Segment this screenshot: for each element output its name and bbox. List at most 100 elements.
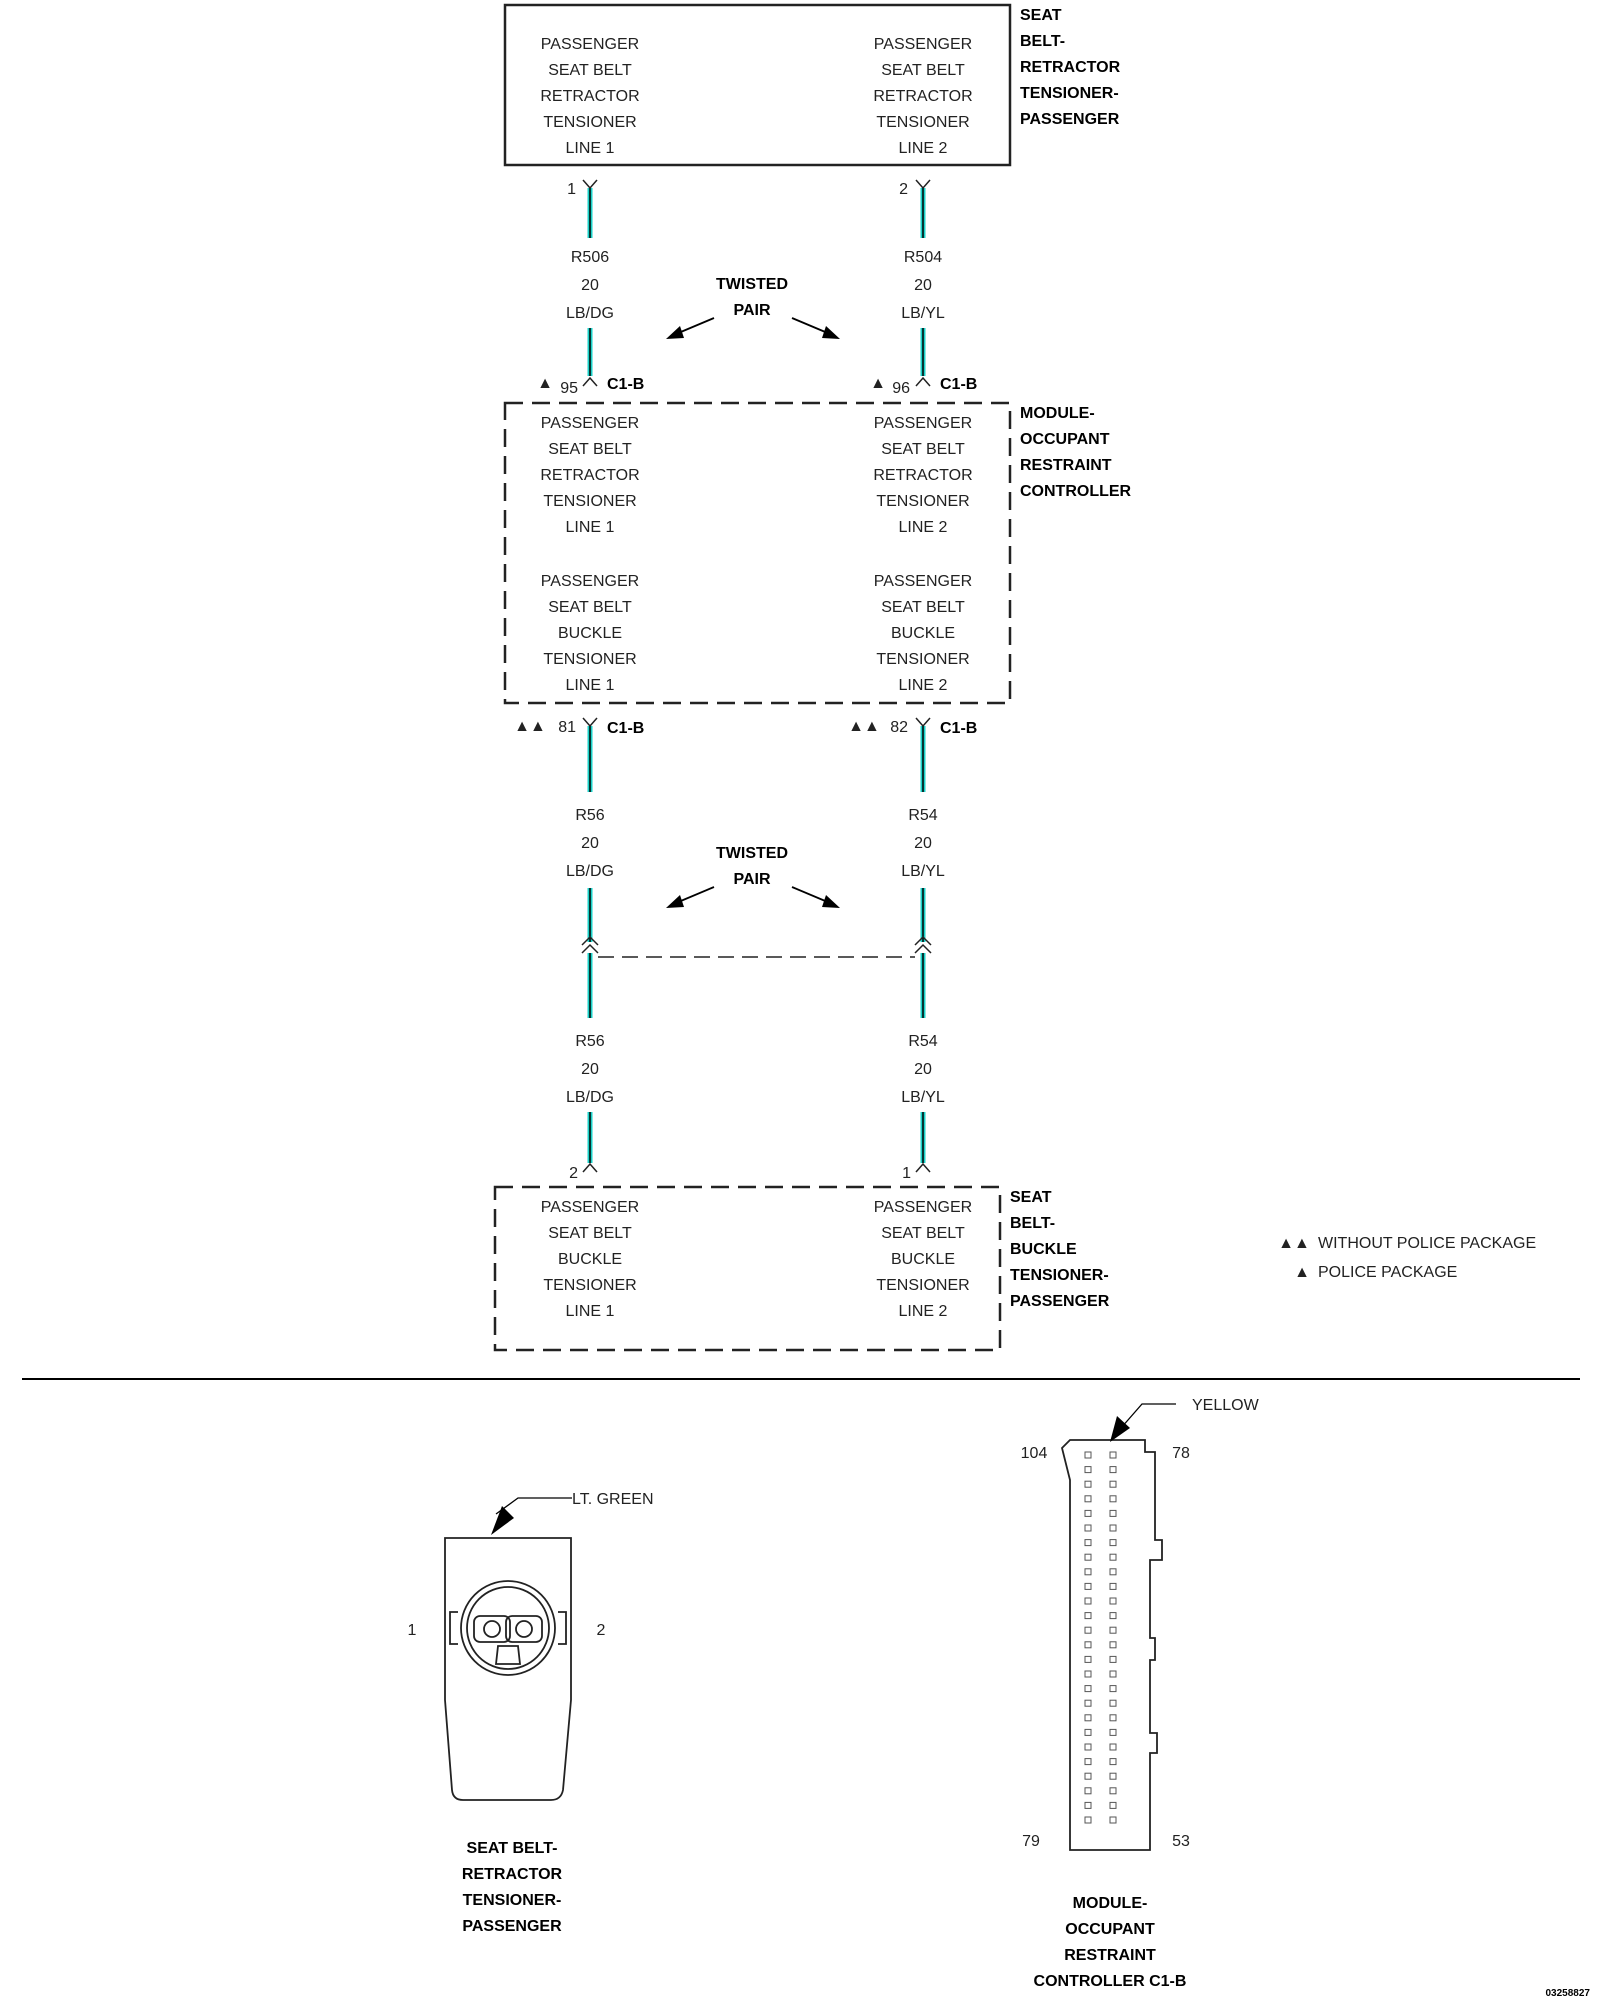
orc-cavity bbox=[1109, 1509, 1117, 1517]
orc-cavity bbox=[1084, 1524, 1092, 1532]
orc-cavity bbox=[1084, 1743, 1092, 1751]
orc-pin-81-number: 81 bbox=[558, 719, 576, 736]
retractor-cavity-1 bbox=[483, 1620, 501, 1638]
orc-cavity bbox=[1084, 1641, 1092, 1649]
buckle-left-function: PASSENGER SEAT BELT BUCKLE TENSIONER LIN… bbox=[541, 1199, 639, 1320]
arrow-left-icon bbox=[666, 326, 684, 339]
orc-pin-82-connector: C1-B bbox=[940, 720, 977, 737]
orc-cavity bbox=[1084, 1480, 1092, 1488]
wire-upper-left: R506 20 LB/DG bbox=[566, 188, 614, 376]
orc-pin-96: 96 ▲ C1-B bbox=[870, 375, 977, 397]
orc-buckle-right-4: TENSIONER bbox=[876, 651, 969, 668]
buckle-left-line-3: BUCKLE bbox=[558, 1251, 622, 1268]
orc-cavity bbox=[1084, 1758, 1092, 1766]
retractor-pin-left: 1 bbox=[567, 179, 598, 198]
wire-middle-right-gauge: 20 bbox=[914, 835, 932, 852]
orc-caption-4: CONTROLLER C1-B bbox=[1034, 1973, 1187, 1990]
retractor-connector-pin-1: 1 bbox=[408, 1622, 417, 1639]
orc-buckle-right: PASSENGER SEAT BELT BUCKLE TENSIONER LIN… bbox=[874, 573, 972, 694]
wire-middle-left-color: LB/DG bbox=[566, 863, 614, 880]
wire-middle-right: R54 20 LB/YL bbox=[901, 726, 945, 942]
wire-upper-right-gauge: 20 bbox=[914, 277, 932, 294]
orc-connector-view: YELLOW 104 78 79 53 MODULE- OCCUPANT RES… bbox=[1021, 1397, 1260, 1990]
orc-cavity bbox=[1084, 1582, 1092, 1590]
orc-retractor-left-3: RETRACTOR bbox=[540, 467, 639, 484]
orc-cavity bbox=[1084, 1801, 1092, 1809]
orc-cavity bbox=[1109, 1568, 1117, 1576]
orc-cavity bbox=[1109, 1685, 1117, 1693]
retractor-right-line-3: RETRACTOR bbox=[873, 88, 972, 105]
wire-lower-left-circuit: R56 bbox=[575, 1033, 604, 1050]
orc-cavity bbox=[1109, 1699, 1117, 1707]
orc-buckle-left-5: LINE 1 bbox=[566, 677, 615, 694]
orc-name-3: RESTRAINT bbox=[1020, 457, 1112, 474]
twisted-pair-lower: TWISTED PAIR bbox=[666, 845, 840, 908]
retractor-cavity-2 bbox=[515, 1620, 533, 1638]
orc-cavity bbox=[1084, 1612, 1092, 1620]
buckle-left-line-2: SEAT BELT bbox=[548, 1225, 632, 1242]
orc-retractor-right-4: TENSIONER bbox=[876, 493, 969, 510]
orc-buckle-left-4: TENSIONER bbox=[543, 651, 636, 668]
orc-caption-1: MODULE- bbox=[1073, 1895, 1148, 1912]
retractor-connector-cavities bbox=[473, 1615, 511, 1643]
wire-lower-right-color: LB/YL bbox=[901, 1089, 945, 1106]
orc-buckle-right-5: LINE 2 bbox=[899, 677, 948, 694]
orc-connector-body bbox=[1061, 1439, 1163, 1851]
buckle-name-3: BUCKLE bbox=[1010, 1241, 1077, 1258]
orc-box bbox=[503, 401, 1012, 705]
orc-cavity bbox=[1109, 1758, 1117, 1766]
orc-retractor-left-4: TENSIONER bbox=[543, 493, 636, 510]
orc-retractor-right-3: RETRACTOR bbox=[873, 467, 972, 484]
retractor-right-line-5: LINE 2 bbox=[899, 140, 948, 157]
twisted-pair-lower-line-1: TWISTED bbox=[716, 845, 788, 862]
wire-upper-right-color: LB/YL bbox=[901, 305, 945, 322]
orc-buckle-right-3: BUCKLE bbox=[891, 625, 955, 642]
retractor-connector-key bbox=[494, 1645, 522, 1665]
wire-middle-right-color: LB/YL bbox=[901, 863, 945, 880]
orc-cavity bbox=[1084, 1451, 1092, 1459]
legend-without-police: WITHOUT POLICE PACKAGE bbox=[1318, 1235, 1536, 1252]
orc-buckle-left-1: PASSENGER bbox=[541, 573, 639, 590]
orc-cavity bbox=[1084, 1568, 1092, 1576]
orc-cavity bbox=[1084, 1728, 1092, 1736]
orc-cavity bbox=[1084, 1772, 1092, 1780]
wire-middle-left-circuit: R56 bbox=[575, 807, 604, 824]
twisted-pair-lower-line-2: PAIR bbox=[733, 871, 770, 888]
orc-pin-96-number: 96 bbox=[892, 380, 910, 397]
orc-pin-95-number: 95 bbox=[560, 380, 578, 397]
retractor-connector-inner-ring bbox=[466, 1586, 550, 1670]
wire-upper-left-circuit: R506 bbox=[571, 249, 609, 266]
arrow-left-icon bbox=[666, 895, 684, 908]
orc-pin-81: 81 ▲▲ C1-B bbox=[514, 717, 644, 737]
twisted-pair-upper-line-2: PAIR bbox=[733, 302, 770, 319]
orc-retractor-left-2: SEAT BELT bbox=[548, 441, 632, 458]
orc-pin-95: 95 ▲ C1-B bbox=[537, 375, 644, 397]
orc-pin-96-connector: C1-B bbox=[940, 376, 977, 393]
retractor-left-line-4: TENSIONER bbox=[543, 114, 636, 131]
retractor-right-line-2: SEAT BELT bbox=[881, 62, 965, 79]
legend: ▲▲ WITHOUT POLICE PACKAGE ▲ POLICE PACKA… bbox=[1278, 1235, 1536, 1281]
orc-cavity bbox=[1084, 1553, 1092, 1561]
orc-cavity bbox=[1084, 1626, 1092, 1634]
retractor-caption-4: PASSENGER bbox=[462, 1918, 562, 1935]
buckle-right-line-3: BUCKLE bbox=[891, 1251, 955, 1268]
retractor-connector-view: LT. GREEN 1 2 SEAT BELT- RETRACTOR TENSI… bbox=[408, 1491, 654, 1935]
buckle-pin-left: 2 bbox=[569, 1162, 598, 1182]
orc-cavity bbox=[1109, 1787, 1117, 1795]
orc-connector-pin-79: 79 bbox=[1022, 1833, 1040, 1850]
orc-cavity bbox=[1109, 1451, 1117, 1459]
retractor-right-line-1: PASSENGER bbox=[874, 36, 972, 53]
retractor-caption-2: RETRACTOR bbox=[462, 1866, 563, 1883]
arrow-right-icon bbox=[822, 895, 840, 908]
orc-cavity bbox=[1109, 1524, 1117, 1532]
wire-lower-left-color: LB/DG bbox=[566, 1089, 614, 1106]
buckle-name-2: BELT- bbox=[1010, 1215, 1055, 1232]
orc-pin-82: 82 ▲▲ C1-B bbox=[848, 717, 977, 737]
orc-pin-81-connector: C1-B bbox=[607, 720, 644, 737]
orc-cavity bbox=[1109, 1772, 1117, 1780]
wire-lower-left-gauge: 20 bbox=[581, 1061, 599, 1078]
orc-retractor-right: PASSENGER SEAT BELT RETRACTOR TENSIONER … bbox=[873, 415, 972, 536]
wire-upper-right-circuit: R504 bbox=[904, 249, 942, 266]
retractor-pin-left-number: 1 bbox=[567, 181, 576, 198]
wire-upper-right: R504 20 LB/YL bbox=[901, 188, 945, 376]
